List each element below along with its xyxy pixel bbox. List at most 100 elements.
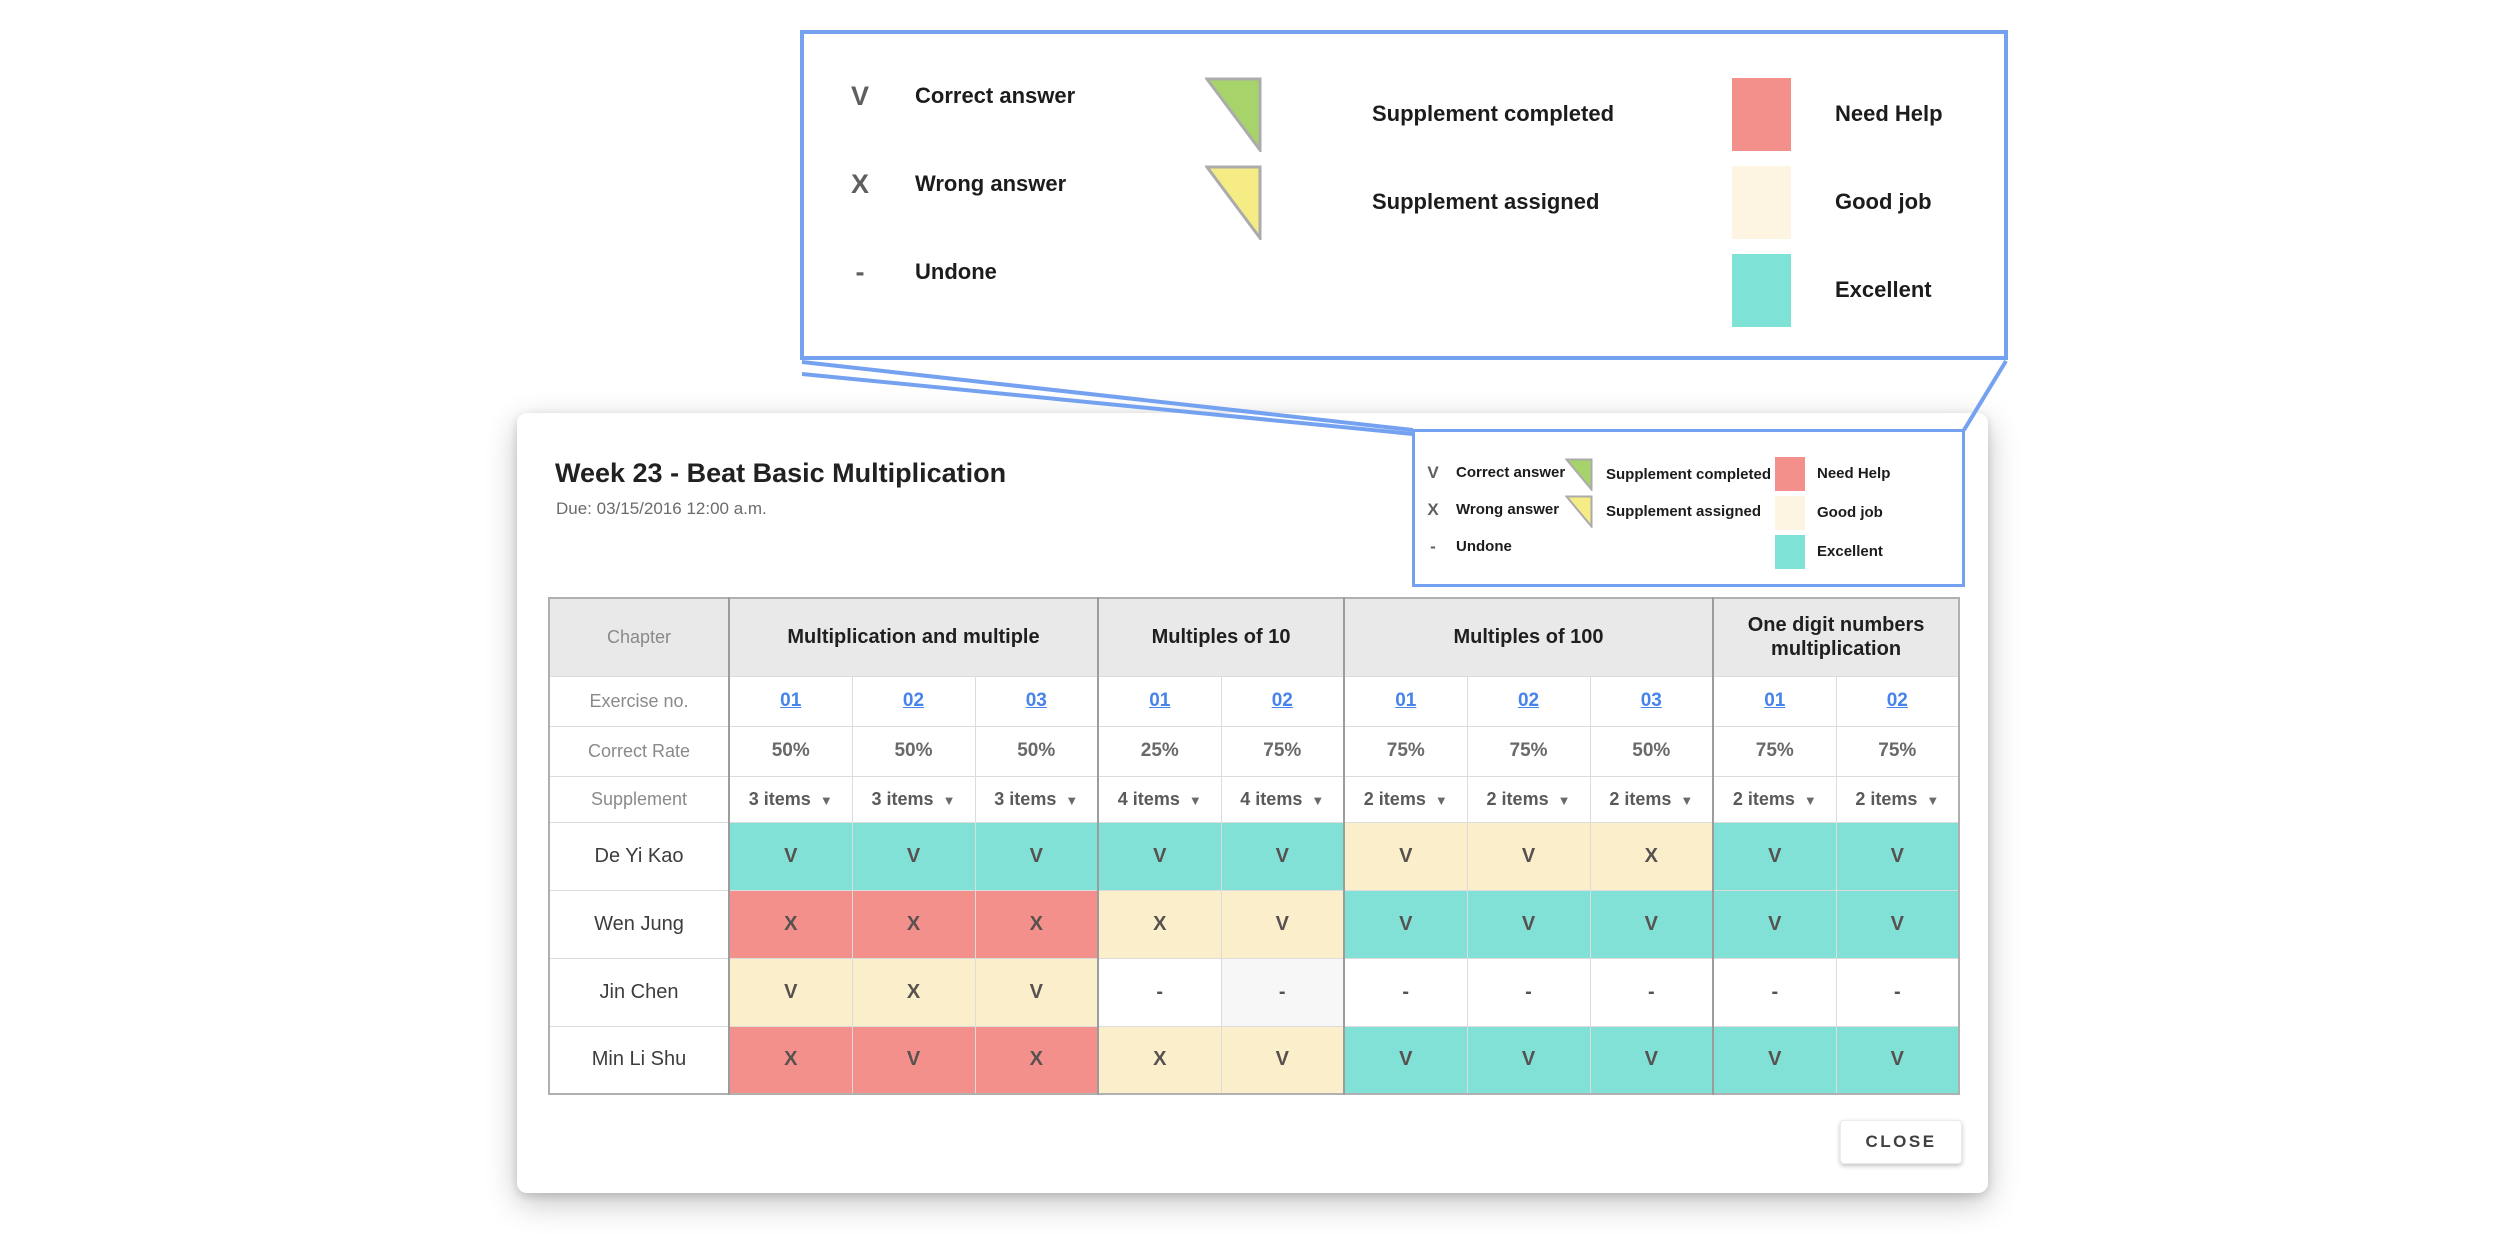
mark-cell: V xyxy=(1466,821,1591,891)
supplement-dropdown[interactable]: 2 items▼ xyxy=(1343,775,1468,823)
page-title: Week 23 - Beat Basic Multiplication xyxy=(555,458,1007,488)
need-help-swatch xyxy=(1775,456,1805,491)
mark-cell: V xyxy=(1343,889,1468,959)
chapter-header: Multiples of 100 xyxy=(1343,597,1714,677)
mark-cell: - xyxy=(1712,957,1837,1027)
student-row: Min Li Shu X V X X V V V V V V xyxy=(548,1025,1960,1095)
mark-cell: - xyxy=(1343,957,1468,1027)
chevron-down-icon: ▼ xyxy=(1434,792,1448,808)
mark-cell: - xyxy=(1466,957,1591,1027)
chevron-down-icon: ▼ xyxy=(1926,792,1940,808)
good-job-swatch xyxy=(1732,165,1791,239)
student-name: Jin Chen xyxy=(548,957,730,1027)
legend-label: Supplement completed xyxy=(1372,101,1615,126)
legend-label: Correct answer xyxy=(1456,464,1566,481)
correct-rate-row: Correct Rate 50% 50% 50% 25% 75% 75% 75%… xyxy=(548,725,1960,777)
chevron-down-icon: ▼ xyxy=(819,792,833,808)
supplement-dropdown[interactable]: 2 items▼ xyxy=(1712,775,1837,823)
mark-cell: V xyxy=(1466,889,1591,959)
exercise-number-row: Exercise no. 01 02 03 01 02 01 02 03 01 … xyxy=(548,675,1960,727)
legend-label: Undone xyxy=(1456,538,1512,555)
mark-cell: X xyxy=(974,1025,1099,1095)
mark-cell: V xyxy=(1589,889,1714,959)
chevron-down-icon: ▼ xyxy=(942,792,956,808)
mark-cell: X xyxy=(851,889,976,959)
supplement-dropdown[interactable]: 3 items▼ xyxy=(974,775,1099,823)
correct-rate-value: 50% xyxy=(974,725,1099,777)
mark-cell: V xyxy=(1835,889,1960,959)
exercise-link[interactable]: 02 xyxy=(1517,690,1540,711)
supplement-dropdown[interactable]: 4 items▼ xyxy=(1097,775,1222,823)
chapter-header: Multiplication and multiple xyxy=(727,597,1099,677)
student-name: De Yi Kao xyxy=(548,821,730,891)
exercise-link[interactable]: 02 xyxy=(902,690,925,711)
mark-cell: V xyxy=(728,957,853,1027)
legend-label: Wrong answer xyxy=(915,171,1067,196)
supplement-dropdown[interactable]: 2 items▼ xyxy=(1466,775,1591,823)
legend-label: Need Help xyxy=(1835,101,1943,126)
legend-label: Supplement assigned xyxy=(1372,189,1600,214)
legend-label: Need Help xyxy=(1817,465,1891,482)
mark-cell: X xyxy=(851,957,976,1027)
chapter-header-row: Chapter Multiplication and multiple Mult… xyxy=(548,597,1960,677)
excellent-swatch xyxy=(1775,534,1805,569)
student-row: Jin Chen V X V - - - - - - - xyxy=(548,957,1960,1027)
correct-rate-row-label: Correct Rate xyxy=(548,725,730,777)
student-row: De Yi Kao V V V V V V V X V V xyxy=(548,821,1960,891)
close-button[interactable]: CLOSE xyxy=(1840,1120,1962,1164)
results-table: Chapter Multiplication and multiple Mult… xyxy=(548,597,1961,1095)
correct-rate-value: 75% xyxy=(1343,725,1468,777)
mark-cell: V xyxy=(1097,821,1222,891)
student-name: Min Li Shu xyxy=(548,1025,730,1095)
exercise-link[interactable]: 01 xyxy=(1149,690,1171,711)
mark-cell: - xyxy=(1097,957,1222,1027)
legend-label: Good job xyxy=(1817,504,1883,521)
mark-cell: X xyxy=(1589,821,1714,891)
mark-cell: V xyxy=(1343,821,1468,891)
mark-cell: X xyxy=(728,889,853,959)
legend-label: Excellent xyxy=(1817,543,1883,560)
exercise-row-label: Exercise no. xyxy=(548,675,730,727)
exercise-link[interactable]: 02 xyxy=(1886,690,1908,711)
supplement-dropdown[interactable]: 2 items▼ xyxy=(1589,775,1714,823)
chapter-header: One digit numbers multiplication xyxy=(1712,597,1960,677)
student-row: Wen Jung X X X X V V V V V V xyxy=(548,889,1960,959)
supplement-dropdown[interactable]: 2 items▼ xyxy=(1835,775,1960,823)
supplement-dropdown[interactable]: 3 items▼ xyxy=(851,775,976,823)
exercise-link[interactable]: 01 xyxy=(1395,690,1417,711)
mark-cell: V xyxy=(1343,1025,1468,1095)
legend-label: Good job xyxy=(1835,189,1932,214)
correct-rate-value: 75% xyxy=(1835,725,1960,777)
supplement-completed-triangle-icon xyxy=(1565,458,1593,491)
legend-label: Undone xyxy=(915,259,997,284)
mark-cell: - xyxy=(1589,957,1714,1027)
chevron-down-icon: ▼ xyxy=(1065,792,1079,808)
mark-cell: V xyxy=(1220,1025,1345,1095)
mark-cell: V xyxy=(974,957,1099,1027)
exercise-link[interactable]: 02 xyxy=(1271,690,1293,711)
mark-cell: - xyxy=(1220,957,1345,1027)
correct-rate-value: 50% xyxy=(851,725,976,777)
legend-label: Supplement assigned xyxy=(1606,503,1762,520)
legend-label: Wrong answer xyxy=(1456,501,1560,518)
supplement-dropdown[interactable]: 4 items▼ xyxy=(1220,775,1345,823)
exercise-link[interactable]: 03 xyxy=(1640,690,1662,711)
mark-cell: V xyxy=(1712,1025,1837,1095)
supplement-assigned-triangle-icon xyxy=(1205,165,1262,240)
mark-cell: V xyxy=(1220,821,1345,891)
exercise-link[interactable]: 01 xyxy=(1764,690,1786,711)
undone-symbol: - xyxy=(855,256,865,287)
correct-rate-value: 50% xyxy=(728,725,853,777)
exercise-link[interactable]: 01 xyxy=(780,690,802,711)
mark-cell: V xyxy=(1712,889,1837,959)
mark-cell: V xyxy=(1589,1025,1714,1095)
mark-cell: X xyxy=(974,889,1099,959)
correct-rate-value: 75% xyxy=(1712,725,1837,777)
wrong-answer-symbol: X xyxy=(850,168,869,199)
mark-cell: V xyxy=(1712,821,1837,891)
supplement-assigned-triangle-icon xyxy=(1565,495,1593,528)
supplement-dropdown[interactable]: 3 items▼ xyxy=(728,775,853,823)
exercise-link[interactable]: 03 xyxy=(1025,690,1047,711)
